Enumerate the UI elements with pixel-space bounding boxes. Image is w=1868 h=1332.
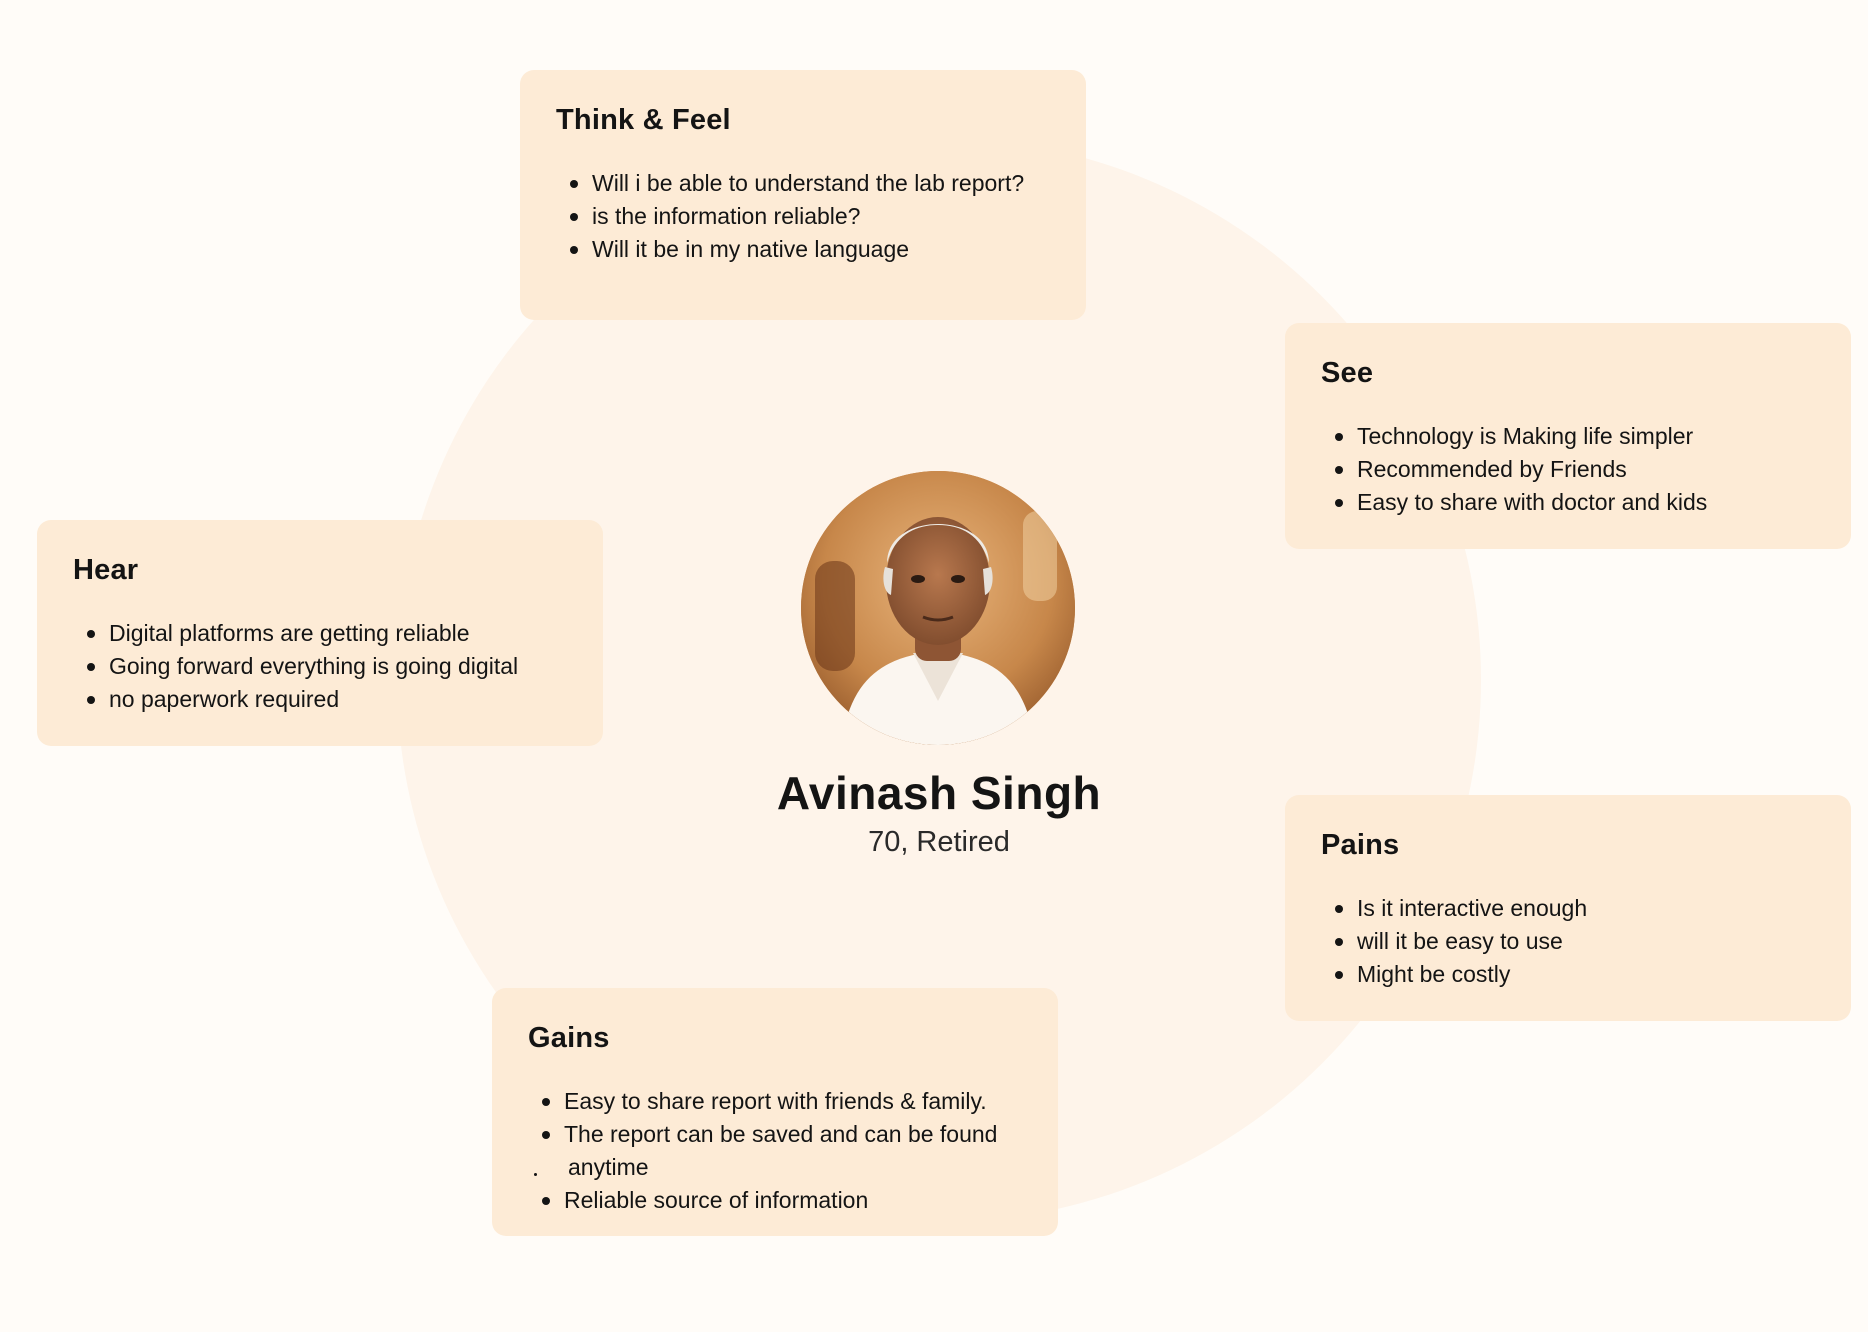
card-list: Digital platforms are getting reliable G… [73, 617, 567, 716]
pains-card: Pains Is it interactive enough will it b… [1285, 795, 1851, 1021]
list-item: Reliable source of information [528, 1184, 1022, 1217]
card-list: Is it interactive enough will it be easy… [1321, 892, 1815, 991]
card-title: Hear [73, 554, 139, 586]
card-title: See [1321, 357, 1374, 389]
card-list: Will i be able to understand the lab rep… [556, 167, 1050, 266]
list-item: Is it interactive enough [1321, 892, 1815, 925]
card-title: Gains [528, 1022, 610, 1054]
persona-subtitle: 70, Retired [868, 826, 1010, 858]
avatar [801, 471, 1075, 745]
hear-card: Hear Digital platforms are getting relia… [37, 520, 603, 746]
card-title: Think & Feel [556, 104, 731, 136]
list-item: Easy to share with doctor and kids [1321, 486, 1815, 519]
list-item: Will i be able to understand the lab rep… [556, 167, 1050, 200]
card-list: Easy to share report with friends & fami… [528, 1085, 1022, 1217]
list-item: Digital platforms are getting reliable [73, 617, 567, 650]
list-item: Will it be in my native language [556, 233, 1050, 266]
list-item: is the information reliable? [556, 200, 1050, 233]
list-item: The report can be saved and can be found [528, 1118, 1022, 1151]
list-item: Technology is Making life simpler [1321, 420, 1815, 453]
list-item: Going forward everything is going digita… [73, 650, 567, 683]
think-feel-card: Think & Feel Will i be able to understan… [520, 70, 1086, 320]
persona-name: Avinash Singh [776, 767, 1102, 819]
list-item: no paperwork required [73, 683, 567, 716]
list-item: Easy to share report with friends & fami… [528, 1085, 1022, 1118]
list-item: Recommended by Friends [1321, 453, 1815, 486]
card-list: Technology is Making life simpler Recomm… [1321, 420, 1815, 519]
list-item: will it be easy to use [1321, 925, 1815, 958]
see-card: See Technology is Making life simpler Re… [1285, 323, 1851, 549]
persona-photo [801, 471, 1075, 745]
gains-card: Gains Easy to share report with friends … [492, 988, 1058, 1236]
list-item-continuation: anytime [528, 1151, 1022, 1184]
card-title: Pains [1321, 829, 1400, 861]
list-item: Might be costly [1321, 958, 1815, 991]
